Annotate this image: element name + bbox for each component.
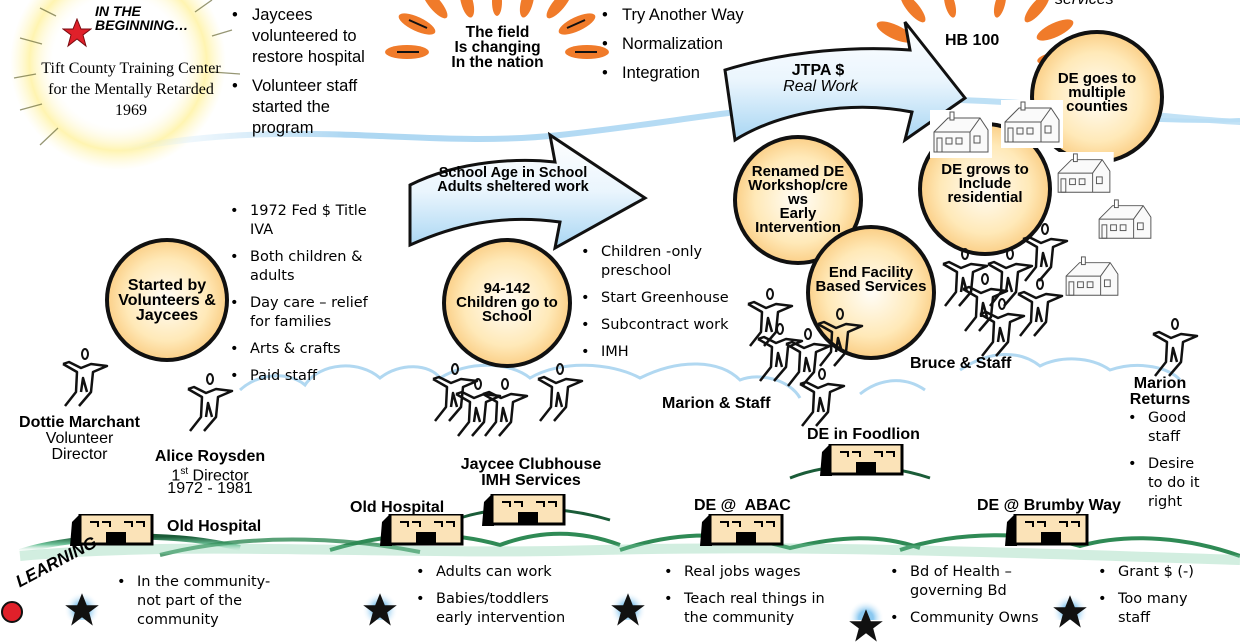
- marion-returns-bullet: Desire to do it right: [1126, 455, 1203, 512]
- dottie-name: Dottie Marchant: [19, 414, 140, 431]
- field-burst-label: The field Is changing In the nation: [451, 24, 544, 71]
- marion-returns-bullet: Good staff: [1126, 409, 1198, 447]
- house-icon: [1098, 199, 1152, 239]
- services-partial-label: services: [1055, 0, 1114, 9]
- house-icon: [1001, 100, 1063, 148]
- house-icon: [1054, 152, 1114, 198]
- era2-bullet: Subcontract work: [579, 316, 769, 335]
- location-label: DE @ Brumby Way: [977, 497, 1121, 514]
- learning-bullet: Community Owns: [888, 609, 1068, 628]
- hills: [19, 464, 1240, 565]
- star-icon: [611, 593, 645, 626]
- circle-94-142: 94-142 Children go to School: [442, 238, 572, 368]
- era2-bullet: IMH: [579, 343, 769, 362]
- intro-title: IN THE BEGINNING…: [95, 3, 189, 33]
- red-star-icon: [62, 18, 92, 48]
- arrow-jtpa-sublabel: Real Work: [783, 78, 858, 95]
- learning-col-5: Grant $ (-) Too many staff: [1096, 563, 1236, 636]
- learning-bullet: Grant $ (-): [1096, 563, 1236, 582]
- circle-label: Started by Volunteers & Jaycees: [118, 276, 216, 324]
- era2-bullets: Children -only preschool Start Greenhous…: [579, 243, 769, 370]
- red-dot-icon: [1, 601, 23, 623]
- learning-col-3: Real jobs wages Teach real things in the…: [662, 563, 842, 636]
- intro-subtitle: Tift County Training Center for the Ment…: [41, 60, 221, 119]
- learning-col-4: Bd of Health – governing Bd Community Ow…: [888, 563, 1068, 636]
- building-icon: [70, 514, 154, 546]
- location-label: DE in Foodlion: [807, 426, 920, 443]
- location-label: Old Hospital: [350, 499, 445, 516]
- house-icon: [1065, 256, 1119, 296]
- arrow-school-age: [408, 131, 648, 251]
- alice-role-suffix: Director: [188, 467, 249, 485]
- learning-bullet: In the community-not part of the communi…: [115, 573, 287, 630]
- intro-bullet: Volunteer staff started the program: [230, 76, 380, 139]
- field-bullet: Normalization: [600, 34, 780, 55]
- circle-label: Renamed DE Workshop/cre ws Early Interve…: [748, 163, 848, 236]
- house-icon: [930, 110, 992, 158]
- sun-burst-icon: [10, 0, 241, 170]
- alice-years: 1972 - 1981: [167, 480, 253, 497]
- alice-role-prefix: 1: [171, 467, 181, 485]
- learning-bullet: Real jobs wages: [662, 563, 842, 582]
- location-label: DE @ ABAC: [694, 497, 791, 514]
- circle-end-facility: End Facility Based Services: [806, 225, 936, 360]
- era1-bullet: 1972 Fed $ Title IVA: [228, 202, 388, 240]
- circle-label: End Facility Based Services: [815, 263, 927, 295]
- building-icon: [380, 514, 464, 546]
- era1-bullet: Paid staff: [228, 367, 388, 386]
- circle-label: DE goes to multiple counties: [1057, 70, 1137, 115]
- location-label: Jaycee Clubhouse IMH Services: [460, 456, 602, 489]
- star-icon: [849, 609, 883, 642]
- field-bullets: Try Another Way Normalization Integratio…: [600, 5, 780, 92]
- intro-bullet: Jaycees volunteered to restore hospital: [230, 5, 380, 68]
- alice-name: Alice Roysden: [154, 448, 266, 465]
- learning-bullet: Adults can work: [414, 563, 594, 582]
- learning-col-2: Adults can work Babies/toddlers early in…: [414, 563, 594, 636]
- intro-bullets: Jaycees volunteered to restore hospital …: [230, 5, 380, 147]
- marion-staff-label: Marion & Staff: [662, 395, 771, 412]
- marion-returns-bullets: Good staff Desire to do it right: [1126, 409, 1206, 520]
- bruce-staff-label: Bruce & Staff: [910, 355, 1012, 372]
- field-burst-icon: [385, 0, 609, 59]
- circle-started-by-volunteers: Started by Volunteers & Jaycees: [105, 238, 229, 362]
- era1-bullet: Arts & crafts: [228, 340, 388, 359]
- building-icon: [820, 444, 904, 476]
- learning-bullet: Bd of Health – governing Bd: [888, 563, 1030, 601]
- era1-bullets: 1972 Fed $ Title IVA Both children & adu…: [228, 202, 388, 394]
- alice-role-sup: st: [180, 466, 189, 477]
- location-label: Old Hospital: [167, 518, 262, 535]
- hb100-label: HB 100: [945, 32, 1000, 49]
- era2-bullet: Start Greenhouse: [579, 289, 769, 308]
- field-bullet: Try Another Way: [600, 5, 780, 26]
- era2-bullet: Children -only preschool: [579, 243, 731, 281]
- field-bullet: Integration: [600, 63, 780, 84]
- arrow-school-age-label: School Age in School Adults sheltered wo…: [437, 165, 589, 195]
- dottie-role: Volunteer Director: [45, 430, 114, 463]
- star-icon: [363, 593, 397, 626]
- alice-role: 1st Director: [145, 464, 275, 484]
- learning-bullet: Teach real things in the community: [662, 590, 849, 628]
- star-icon: [65, 593, 99, 626]
- building-icon: [700, 514, 784, 546]
- building-icon: [482, 494, 566, 526]
- era1-bullet: Day care – relief for families: [228, 294, 388, 332]
- learning-col-1: In the community-not part of the communi…: [115, 573, 295, 638]
- circle-label: DE grows to Include residential: [941, 161, 1029, 206]
- building-icon: [1005, 514, 1089, 546]
- era1-bullet: Both children & adults: [228, 248, 388, 286]
- arrow-jtpa-label: JTPA $: [791, 62, 845, 79]
- circle-label: 94-142 Children go to School: [456, 280, 558, 325]
- marion-returns-label: Marion Returns: [1129, 375, 1191, 408]
- learning-bullet: Babies/toddlers early intervention: [414, 590, 576, 628]
- learning-bullet: Too many staff: [1096, 590, 1198, 628]
